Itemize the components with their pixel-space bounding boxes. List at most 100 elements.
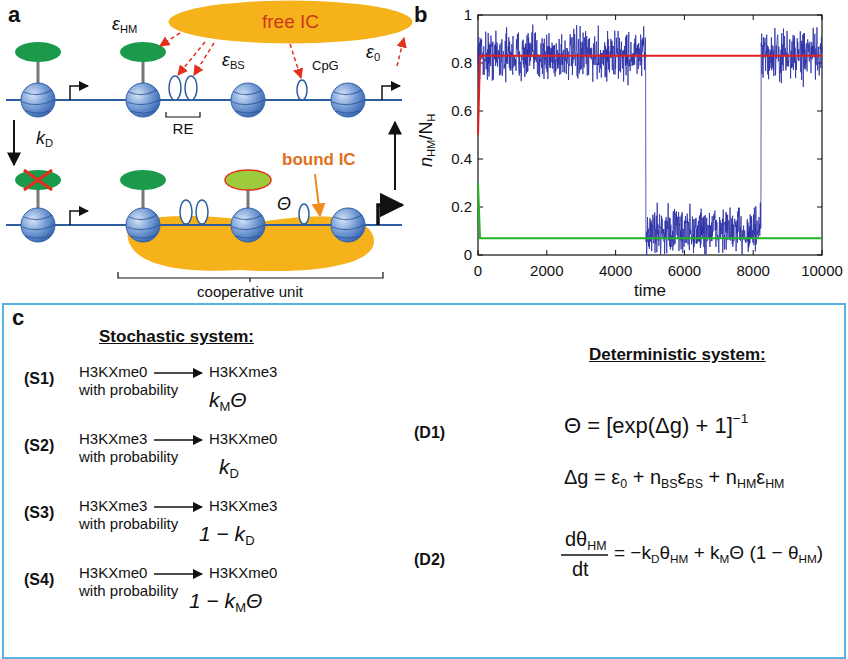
line-shape [142,188,145,208]
text: 0.4 [451,150,472,167]
text-line: H3KXme0 [79,564,147,582]
text: 0.6 [451,102,472,119]
text-line: H3KXme3 [79,497,147,515]
text: with probability [79,448,178,465]
tick [817,159,822,160]
text: ε [112,14,120,34]
line-shape [247,188,250,208]
reaction-arrow [154,573,202,575]
reaction-arrow [154,506,202,508]
text-line: Δg = ε0 + nBSεBS + nHMεHM [564,465,784,492]
text: with probability [79,582,178,599]
text-line: εHM [112,14,137,37]
tick [817,207,822,208]
text: 0 [474,262,482,279]
text: 2000 [530,262,563,279]
line-shape [37,188,40,208]
text-line: with probability [79,381,178,399]
text: + k [688,542,719,563]
g-shape [478,15,822,255]
tick [478,159,483,160]
text-line: time [634,281,666,301]
text: Deterministic system: [589,345,766,364]
ellipse-shape [185,76,197,100]
use-shape [231,208,265,242]
text: 1 [464,6,472,23]
text-line: CpG [312,58,339,74]
tick [478,255,483,256]
text-line: dt [572,557,589,581]
text: b [414,2,427,27]
text-line: nHM/NH [416,114,439,167]
text: H3KXme3 [79,497,147,514]
text: k [219,455,230,478]
text: 1 − k [189,589,235,612]
text-line: Θ = [exp(Δg) + 1]−1 [564,411,748,439]
tick [478,15,483,16]
text: M [220,399,231,414]
tick [478,250,479,255]
text: with probability [79,515,178,532]
text-line: 6000 [668,262,701,280]
text-line: with probability [79,582,178,600]
text: H3KXme0 [79,363,147,380]
text-line: = −kDθHM + kMΘ (1 − θHM) [614,542,823,566]
tick [817,15,822,16]
text: −1 [733,411,749,426]
line-shape [160,33,180,46]
text: HM [737,477,756,491]
text-line: 10000 [801,262,843,280]
text: BS [230,59,245,71]
text-line: (S2) [24,436,54,455]
path-shape [378,205,402,225]
line-shape [194,43,214,75]
text-line: H3KXme0 [79,363,147,381]
text: c [12,305,24,330]
text: 1 − k [199,522,245,545]
use-shape [231,83,265,117]
text-line: bound IC [282,150,356,170]
text: (D1) [414,424,445,441]
text: bound IC [282,150,356,169]
text-line: 4000 [599,262,632,280]
path-shape [382,86,400,100]
text: 0 [464,246,472,263]
text: dθ [565,528,587,550]
ellipse-shape [297,80,307,100]
tick [615,15,616,20]
text: cooperative unit [197,283,303,300]
reaction-arrow [154,439,202,441]
free-ic-ellipse: free IC [168,0,413,44]
line-shape [13,120,15,165]
text: 0.8 [451,54,472,71]
text: 0.2 [451,198,472,215]
tick [822,250,823,255]
text: D [230,466,239,481]
text: BS [661,477,678,491]
text-line: 2000 [530,262,563,280]
text-line: Stochastic system: [99,327,254,347]
line-shape [315,174,320,216]
tick [753,15,754,20]
text-line: b [414,2,427,28]
text-line: H3KXme3 [79,430,147,448]
tick [615,250,616,255]
ellipse-shape [15,170,61,190]
text: (S1) [24,370,54,387]
text: HM [670,552,688,565]
deterministic-low [478,183,822,238]
text: HM [799,552,817,565]
text: H3KXme0 [79,564,147,581]
use-shape [126,83,160,117]
tick [684,15,685,20]
text-line: H3KXme0 [209,430,277,448]
text: dt [572,558,589,580]
stochastic-trace [478,25,822,255]
tick [546,15,547,20]
text: H [425,114,437,122]
text-line: with probability [79,515,178,533]
use-shape [331,83,365,117]
text: HM [587,539,606,553]
text-line: Deterministic system: [589,345,766,365]
